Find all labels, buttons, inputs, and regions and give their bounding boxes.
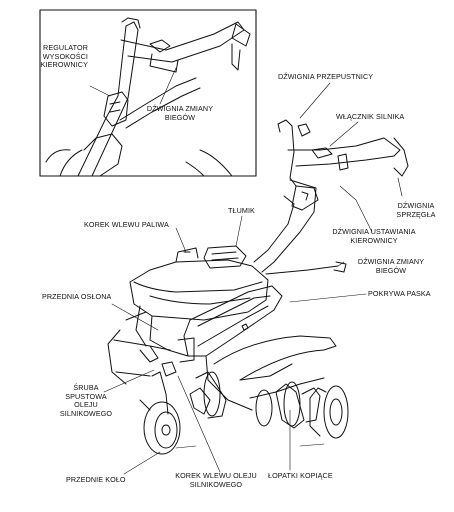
tiller-machine <box>103 82 409 475</box>
label-belt-cover: POKRYWA PASKA <box>368 289 431 298</box>
label-inset-gear-lever: DŹWIGNIA ZMIANY BIEGÓW <box>146 104 214 122</box>
label-fuel-filler-cap: KOREK WLEWU PALIWA <box>84 220 169 229</box>
leader-lines <box>103 82 403 475</box>
inset-handlebar-detail <box>39 9 257 177</box>
label-throttle-lever: DŹWIGNIA PRZEPUSTNICY <box>278 72 374 81</box>
label-front-wheel: PRZEDNIE KOŁO <box>66 475 126 484</box>
inset-frame <box>39 9 257 177</box>
label-muffler: TŁUMIK <box>228 206 255 215</box>
label-tines: ŁOPATKI KOPIĄCE <box>268 471 333 480</box>
label-gear-shift-lever: DŹWIGNIA ZMIANY BIEGÓW <box>357 257 425 275</box>
label-steering-adjust-lever: DŹWIGNIA USTAWIANIA KIEROWNICY <box>332 227 416 245</box>
label-engine-switch: WŁĄCZNIK SILNIKA <box>336 112 405 121</box>
label-oil-filler-cap: KOREK WLEWU OLEJU SILNIKOWEGO <box>175 471 257 489</box>
label-steering-height-regulator: REGULATOR WYSOKOŚCI KIEROWNICY <box>40 43 88 70</box>
label-oil-drain-bolt: ŚRUBA SPUSTOWA OLEJU SILNIKOWEGO <box>59 383 113 418</box>
label-clutch-lever: DŹWIGNIA SPRZĘGŁA <box>396 201 436 219</box>
label-front-guard: PRZEDNIA OSŁONA <box>42 292 112 301</box>
